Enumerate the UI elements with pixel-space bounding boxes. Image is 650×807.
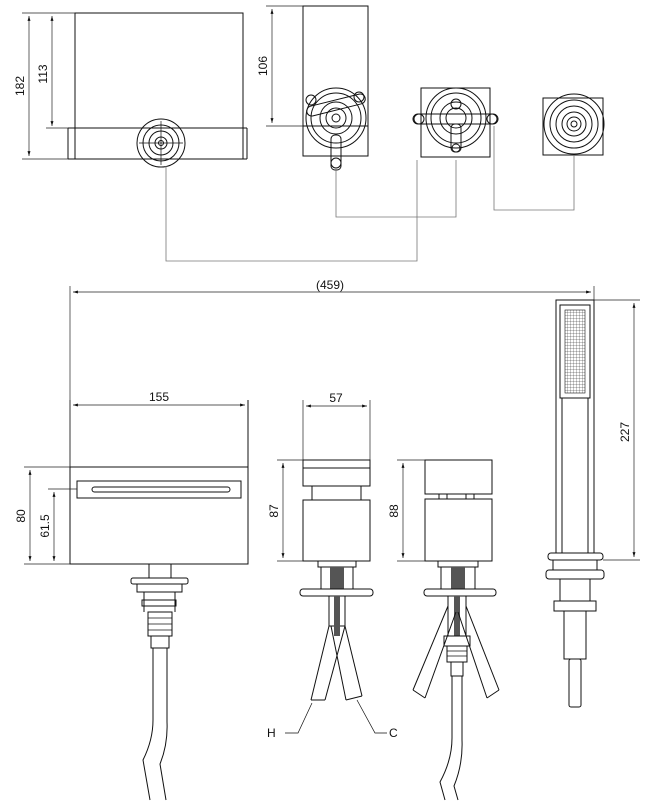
- dim-182: 182: [13, 12, 75, 160]
- dim-113-label: 113: [36, 64, 50, 83]
- dim-106-label: 106: [256, 56, 270, 76]
- valve-top-view: [302, 5, 369, 171]
- front-view: (459) 155: [14, 278, 640, 801]
- top-view: 182 113 106: [13, 5, 605, 262]
- dim-87: 87: [267, 459, 303, 562]
- dim-61-5: 61.5: [38, 488, 77, 561]
- dim-88-label: 88: [387, 504, 401, 518]
- dim-57: 57: [306, 391, 367, 408]
- dim-80: 80: [14, 466, 70, 565]
- dim-57-label: 57: [329, 391, 343, 405]
- diverter-top-view: [412, 87, 499, 158]
- dim-61-5-label: 61.5: [38, 514, 52, 538]
- dim-113: 113: [36, 15, 68, 129]
- hose-routing: [165, 126, 575, 262]
- dim-227-label: 227: [618, 422, 632, 442]
- dim-87-label: 87: [267, 504, 281, 518]
- dim-182-label: 182: [13, 76, 27, 96]
- diverter-front-view: [412, 459, 500, 801]
- dim-106: 106: [256, 5, 303, 127]
- label-cold: C: [389, 726, 398, 740]
- spout-top-view: [67, 12, 248, 168]
- dim-459: (459): [69, 278, 595, 467]
- dim-155-label: 155: [149, 390, 169, 404]
- dim-155: 155: [69, 390, 245, 467]
- dim-227: 227: [594, 299, 640, 561]
- handshower-top-view: [542, 93, 605, 156]
- dim-88: 88: [387, 459, 425, 562]
- dim-459-label: (459): [316, 278, 344, 292]
- label-hot: H: [267, 726, 276, 740]
- handshower-front-view: [545, 299, 605, 708]
- dim-80-label: 80: [14, 509, 28, 523]
- spout-front-view: [69, 400, 249, 801]
- valve-front-view: H C: [267, 400, 398, 740]
